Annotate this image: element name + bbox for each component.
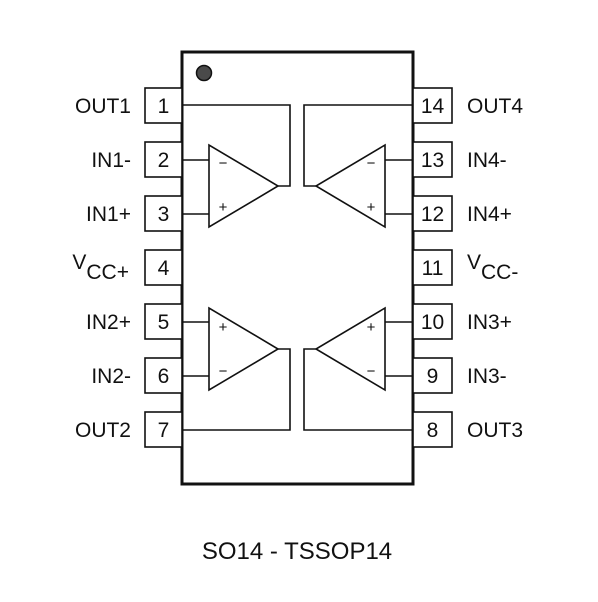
pin-number-4: 4	[158, 257, 170, 280]
pin-label-in3-minus: IN3-	[467, 365, 507, 388]
pin-number-14: 14	[421, 95, 445, 118]
pin-number-10: 10	[421, 311, 444, 334]
vcc-plus-sub: CC+	[86, 261, 129, 284]
pin-label-in3-plus: IN3+	[467, 311, 512, 334]
wire-out4	[303, 104, 413, 187]
pin-box-10	[412, 303, 453, 340]
pin-label-in2-minus: IN2-	[91, 365, 131, 388]
pin-label-vcc-minus: VCC-	[467, 251, 518, 284]
pin-box-1	[144, 87, 183, 124]
pin-label-out1: OUT1	[75, 95, 131, 118]
pin-label-out3: OUT3	[467, 419, 523, 442]
pin-label-out4: OUT4	[467, 95, 523, 118]
op-amp-3-bottom-sign: −	[367, 363, 376, 380]
op-amp-3	[303, 306, 413, 431]
op-amp-1-triangle	[208, 143, 280, 229]
pin-number-12: 12	[421, 203, 444, 226]
pin-number-13: 13	[421, 149, 444, 172]
pin-label-in4-minus: IN4-	[467, 149, 507, 172]
right-pins: 14 13 12 11 10 9 8 OUT4 IN4- IN4+ VCC- I…	[412, 87, 523, 448]
vcc-plus-main: V	[72, 251, 86, 274]
op-amp-4	[303, 104, 413, 229]
pin-box-3	[144, 195, 183, 232]
pin-box-5	[144, 303, 183, 340]
pin-box-2	[144, 141, 183, 178]
pin-number-11: 11	[422, 257, 444, 280]
op-amp-4-top-sign: −	[367, 155, 376, 172]
op-amp-1-bottom-sign: +	[219, 199, 228, 216]
op-amp-4-triangle	[314, 143, 386, 229]
package-caption: SO14 - TSSOP14	[202, 538, 392, 565]
op-amp-1	[182, 104, 291, 229]
vcc-minus-sub: CC-	[481, 261, 518, 284]
wire-out3	[303, 348, 413, 431]
pin-number-3: 3	[158, 203, 170, 226]
pin-label-in4-plus: IN4+	[467, 203, 512, 226]
pin-number-2: 2	[158, 149, 170, 172]
pin-label-in1-plus: IN1+	[86, 203, 131, 226]
op-amp-2-triangle	[208, 306, 280, 392]
op-amp-1-top-sign: −	[219, 155, 228, 172]
pin-box-4	[144, 249, 183, 286]
pin-label-out2: OUT2	[75, 419, 131, 442]
vcc-minus-main: V	[467, 251, 481, 274]
wire-out1	[182, 104, 291, 187]
op-amp-2-top-sign: +	[219, 319, 228, 336]
pin-number-6: 6	[158, 365, 170, 388]
pin-number-8: 8	[427, 419, 439, 442]
pin1-marker-dot	[195, 64, 213, 82]
pin-number-5: 5	[158, 311, 170, 334]
pin-label-in1-minus: IN1-	[91, 149, 131, 172]
op-amp-4-bottom-sign: +	[367, 199, 376, 216]
pin-number-9: 9	[427, 365, 439, 388]
pin-label-vcc-plus: VCC+	[72, 251, 129, 284]
pin-box-7	[144, 411, 183, 448]
left-pins: 1 2 3 4 5 6 7 OUT1 IN1- IN1+ VCC+ IN2+ I…	[72, 87, 183, 448]
pin-box-9	[412, 357, 453, 394]
op-amp-2-bottom-sign: −	[219, 363, 228, 380]
pin-box-11	[412, 249, 453, 286]
op-amp-2	[182, 306, 291, 431]
pin-box-8	[412, 411, 453, 448]
ic-package-body	[180, 50, 415, 486]
pin-number-7: 7	[158, 419, 170, 442]
pin-number-1: 1	[158, 95, 170, 118]
wire-out2	[182, 348, 291, 431]
pin-label-in2-plus: IN2+	[86, 311, 131, 334]
op-amp-3-top-sign: +	[367, 319, 376, 336]
op-amp-3-triangle	[314, 306, 386, 392]
